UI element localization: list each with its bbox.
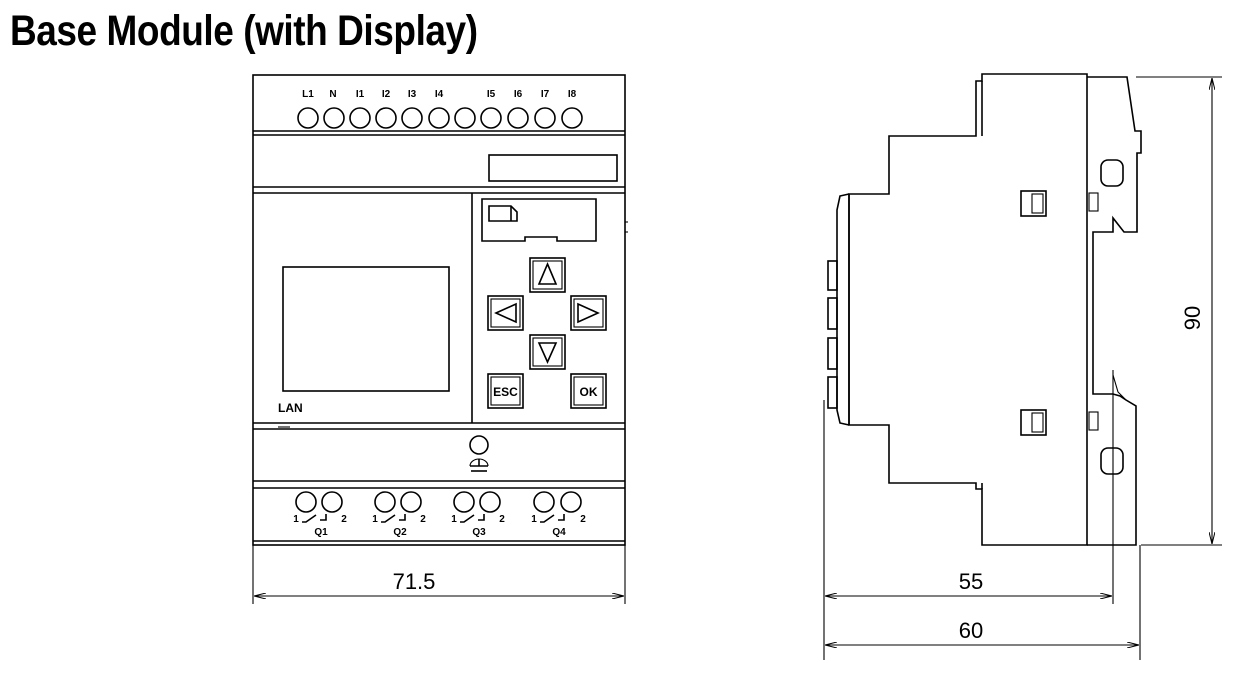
pin-label: 1 [531,514,537,525]
pin-label: 2 [341,514,347,525]
pin-label: 1 [372,514,378,525]
terminal-screw [428,107,450,129]
terminal-label-i4: I4 [435,89,444,100]
terminal-screw [479,491,501,513]
terminal-screw [534,107,556,129]
right-arrow-button[interactable] [570,295,607,331]
relay-contact-icon [540,514,565,523]
terminal-screw [321,491,343,513]
terminal-screw [533,491,555,513]
terminal-screw [560,491,582,513]
height-dimension: 90 [1180,78,1212,544]
relay-contact-icon [381,514,406,523]
terminal-screw [453,491,475,513]
pin-label: 2 [580,514,586,525]
output-q1: 1 2 Q1 [293,491,347,538]
pin-label: 2 [420,514,426,525]
memory-card-icon [488,205,518,222]
height-dimension-label: 90 [1180,306,1205,330]
ok-button-label: OK [580,385,598,399]
clip-slot [1100,447,1124,475]
depth-dimensions: 55 60 [823,400,1141,660]
front-view: L1 N I1 I2 I3 I4 I5 I6 I7 I8 LAN [252,74,628,604]
lan-label: LAN [278,401,303,415]
terminal-label-i1: I1 [356,89,365,100]
triangle-up-icon [537,261,558,285]
esc-button[interactable]: ESC [487,373,524,409]
triangle-right-icon [577,302,600,324]
page-title: Base Module (with Display) [10,7,478,55]
output-q3: 1 2 Q3 [451,491,505,538]
left-arrow-button[interactable] [487,295,524,331]
lcd-display [282,266,450,392]
terminal-label-i7: I7 [541,89,550,100]
terminal-screw [374,491,396,513]
ground-terminal-screw [469,435,489,455]
side-button-profile [827,337,838,370]
relay-contact-icon [302,514,327,523]
ok-button[interactable]: OK [570,373,607,409]
terminal-screw [561,107,583,129]
terminal-label-i2: I2 [382,89,391,100]
terminal-label-i5: I5 [487,89,496,100]
output-label: Q2 [393,527,407,538]
terminal-screw [323,107,345,129]
side-button-profile [827,376,838,409]
terminal-label-i8: I8 [568,89,577,100]
output-label: Q3 [472,527,486,538]
side-latch [1020,409,1047,436]
width-dimension-label: 71.5 [393,569,436,594]
terminal-label-i6: I6 [514,89,523,100]
side-button-profile [827,297,838,330]
terminal-screw [480,107,502,129]
terminal-screw [400,491,422,513]
output-label: Q4 [552,527,566,538]
ground-icon [469,458,489,472]
output-q2: 1 2 Q2 [372,491,426,538]
triangle-left-icon [494,302,517,324]
terminal-screw [349,107,371,129]
pin-label: 1 [293,514,299,525]
terminal-screw [401,107,423,129]
up-arrow-button[interactable] [529,257,566,293]
pin-label: 2 [499,514,505,525]
side-button-profile [827,260,838,291]
terminal-label-l1: L1 [302,89,314,100]
down-arrow-button[interactable] [529,334,566,370]
relay-contact-icon [460,514,485,523]
terminal-screw [295,491,317,513]
top-terminal-screws [297,107,583,129]
depth-55-label: 55 [959,569,983,594]
housing-outline [252,74,626,546]
side-view: 90 55 60 [823,73,1222,660]
terminal-label-n: N [329,89,336,100]
clip-slot [1100,159,1124,187]
output-label: Q1 [314,527,328,538]
side-latch [1020,190,1047,217]
esc-button-label: ESC [493,385,518,399]
terminal-label-i3: I3 [408,89,417,100]
memory-card-slot[interactable] [481,198,597,242]
terminal-screw [454,107,476,129]
triangle-down-icon [537,342,558,364]
terminal-screw [375,107,397,129]
pin-label: 1 [451,514,457,525]
din-rail-clip [1087,76,1142,546]
depth-60-label: 60 [959,618,983,643]
width-dimension: 71.5 [252,545,626,604]
label-window [488,154,618,182]
output-q4: 1 2 Q4 [531,491,586,538]
terminal-screw [297,107,319,129]
side-housing-profile [848,73,1088,546]
terminal-screw [507,107,529,129]
